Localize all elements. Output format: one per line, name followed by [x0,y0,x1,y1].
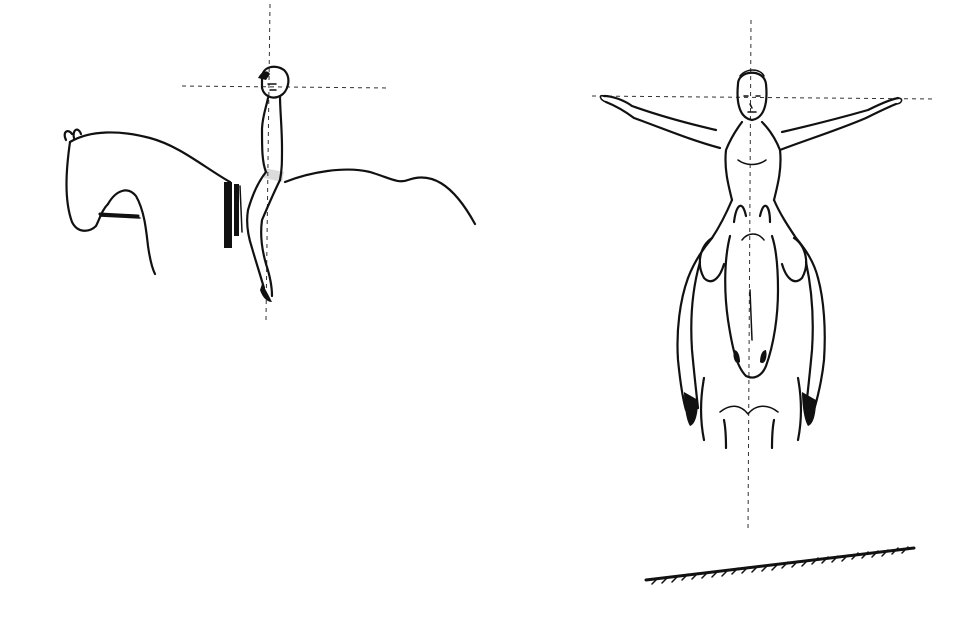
side-view-figure [65,4,475,320]
horse-front [701,206,801,448]
front-view-figure [592,20,936,584]
rider-front [600,70,901,426]
rider-side [247,67,288,302]
ground-line [646,547,914,584]
front-horizontal-guide [592,96,936,99]
front-vertical-guide [748,20,751,532]
